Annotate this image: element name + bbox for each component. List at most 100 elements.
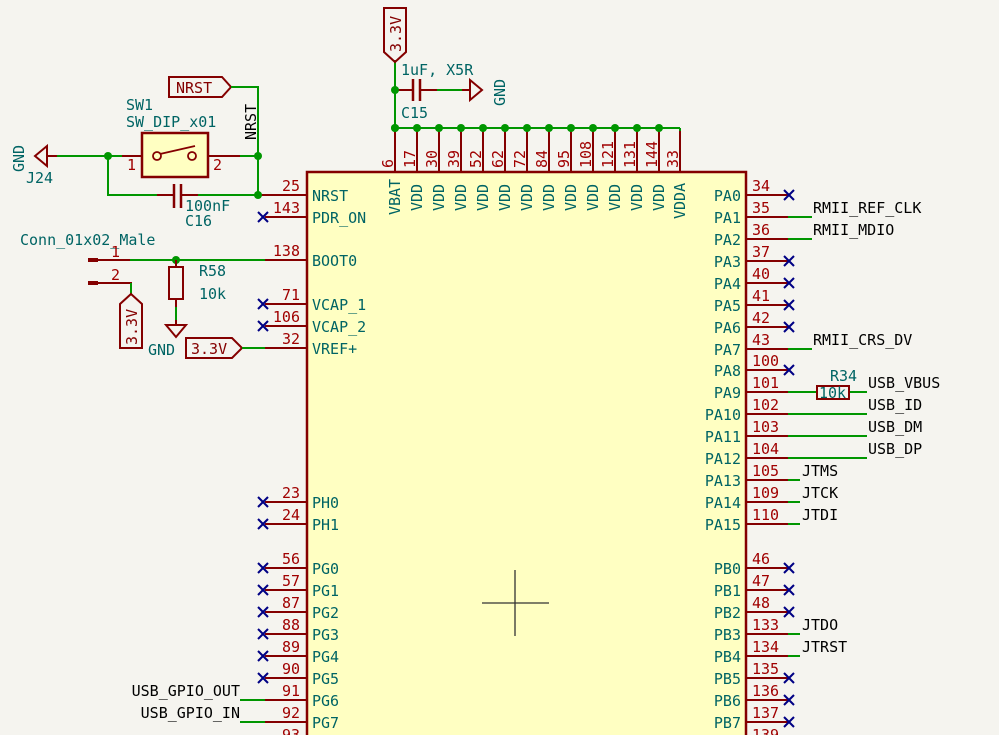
pin-number: 48	[752, 594, 770, 612]
net-label: USB_VBUS	[868, 374, 940, 392]
gnd-symbol-j24[interactable]: GND J24	[10, 143, 57, 187]
pin-number: 131	[621, 141, 639, 168]
no-connect-icon	[257, 672, 269, 684]
c15-ref: C15	[401, 104, 428, 122]
pin-name: PB0	[714, 560, 741, 578]
pin-number: 93	[282, 726, 300, 735]
net-label: JTMS	[802, 462, 838, 480]
net-label-nrst: NRST	[242, 104, 260, 140]
left-pin[interactable]: 93	[265, 726, 307, 735]
capacitor-c15[interactable]: 1uF, X5R C15 GND	[395, 61, 509, 122]
right-pin[interactable]: 139	[746, 726, 788, 735]
power-flag-3v3-conn[interactable]: 3.3V	[119, 292, 143, 349]
no-connect-icon	[257, 518, 269, 530]
pin-number: 33	[664, 150, 682, 168]
gnd-symbol-r58[interactable]: GND	[148, 320, 189, 359]
pin-number: 35	[752, 199, 770, 217]
capacitor-c16[interactable]: 100nF C16	[157, 184, 230, 230]
global-label-nrst[interactable]: NRST	[168, 76, 233, 98]
power-flag-3v3-vref[interactable]: 3.3V	[185, 337, 244, 359]
pin-number: 52	[467, 150, 485, 168]
pin-number: 90	[282, 660, 300, 678]
pin-name: VDDA	[671, 183, 689, 219]
connector-conn-01x02[interactable]: Conn_01x02_Male 1 2	[20, 231, 155, 290]
switch-sw1[interactable]: SW1 SW_DIP_x01 1 2	[122, 96, 240, 179]
pin-number: 17	[401, 150, 419, 168]
c16-value: 100nF	[185, 197, 230, 215]
power-flag-3v3-top[interactable]: 3.3V	[383, 7, 407, 64]
mcu-body[interactable]	[305, 170, 748, 735]
pin-number: 32	[282, 330, 300, 348]
no-connect-icon	[783, 562, 795, 574]
sw1-value: SW_DIP_x01	[126, 113, 216, 131]
resistor-r34[interactable]: 10k R34	[816, 367, 857, 402]
pin-name: PA8	[714, 362, 741, 380]
global-label-nrst-text: NRST	[176, 79, 212, 97]
junction	[611, 124, 619, 132]
no-connect-icon	[783, 321, 795, 333]
junction	[589, 124, 597, 132]
junction	[655, 124, 663, 132]
junction	[391, 124, 399, 132]
pin-name: BOOT0	[312, 252, 357, 270]
resistor-r58[interactable]: R58 10k	[168, 260, 226, 307]
junction	[254, 191, 262, 199]
no-connect-icon	[783, 694, 795, 706]
pin-name: PG3	[312, 626, 339, 644]
pin-number: 104	[752, 440, 779, 458]
net-label: USB_GPIO_OUT	[132, 682, 240, 700]
